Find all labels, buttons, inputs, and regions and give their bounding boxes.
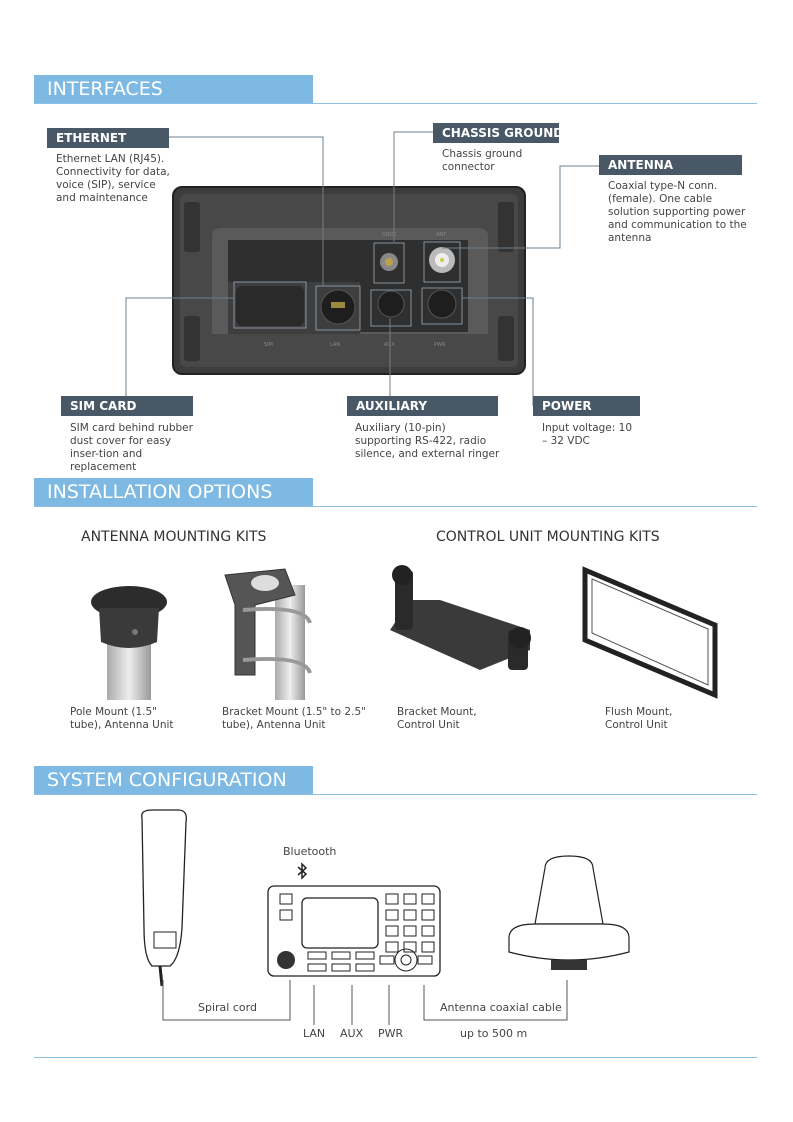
- label-ethernet: ETHERNET: [47, 128, 169, 148]
- connection-lines: [162, 980, 568, 1025]
- desc-chassis-ground: Chassis ground connector: [442, 148, 523, 173]
- desc-power: Input voltage: 10 – 32 VDC: [542, 422, 632, 447]
- label-auxiliary: AUXILIARY: [347, 396, 498, 416]
- port-label-pwr: PWR: [434, 342, 446, 348]
- bracket-mount-antenna-image: [224, 568, 312, 700]
- caption-pole-mount: Pole Mount (1.5" tube), Antenna Unit: [70, 706, 174, 731]
- pwr-label: PWR: [378, 1027, 404, 1040]
- section-divider: [34, 794, 757, 795]
- antenna-dome-image: [508, 855, 630, 970]
- bracket-mount-control-image: [390, 565, 531, 670]
- caption-bracket-mount-control: Bracket Mount, Control Unit: [397, 706, 477, 731]
- desc-sim-card: SIM card behind rubber dust cover for ea…: [70, 422, 193, 473]
- label-antenna: ANTENNA: [599, 155, 742, 175]
- spiral-cord-label: Spiral cord: [198, 1001, 257, 1014]
- subheading-antenna-kits: ANTENNA MOUNTING KITS: [81, 529, 267, 545]
- bluetooth-icon: [297, 862, 308, 880]
- leader-lines: [125, 131, 599, 406]
- footer-divider: [34, 1057, 757, 1058]
- flush-mount-image: [582, 566, 718, 699]
- lan-label: LAN: [303, 1027, 326, 1040]
- section-divider: [34, 103, 757, 104]
- label-sim-card: SIM CARD: [61, 396, 193, 416]
- caption-flush-mount: Flush Mount, Control Unit: [605, 706, 673, 731]
- section-header-interfaces: INTERFACES: [34, 75, 313, 103]
- desc-ethernet: Ethernet LAN (RJ45). Connectivity for da…: [56, 153, 170, 204]
- desc-antenna: Coaxial type-N conn. (female). One cable…: [608, 180, 747, 244]
- caption-bracket-mount-antenna: Bracket Mount (1.5" to 2.5" tube), Anten…: [222, 706, 366, 731]
- subheading-control-kits: CONTROL UNIT MOUNTING KITS: [436, 529, 660, 545]
- aux-label: AUX: [340, 1027, 364, 1040]
- desc-auxiliary: Auxiliary (10-pin) supporting RS-422, ra…: [355, 422, 500, 460]
- section-header-installation: INSTALLATION OPTIONS: [34, 478, 313, 506]
- section-divider: [34, 506, 757, 507]
- label-power: POWER: [533, 396, 640, 416]
- port-label-sim: SIM: [264, 342, 273, 348]
- port-label-lan: LAN: [330, 342, 340, 348]
- section-header-system: SYSTEM CONFIGURATION: [34, 766, 313, 794]
- control-unit-front-image: [267, 885, 441, 977]
- pole-mount-image: [91, 586, 167, 700]
- bluetooth-label: Bluetooth: [283, 845, 337, 858]
- label-chassis-ground: CHASSIS GROUND: [433, 123, 563, 143]
- handset-image: [141, 809, 187, 987]
- control-unit-rear-image: GNDC ANT SIM LAN AUX PWR: [172, 186, 526, 375]
- distance-label: up to 500 m: [460, 1027, 528, 1040]
- port-label-gndc: GNDC: [382, 232, 397, 238]
- port-label-ant: ANT: [436, 232, 447, 238]
- coax-cable-label: Antenna coaxial cable: [440, 1001, 562, 1014]
